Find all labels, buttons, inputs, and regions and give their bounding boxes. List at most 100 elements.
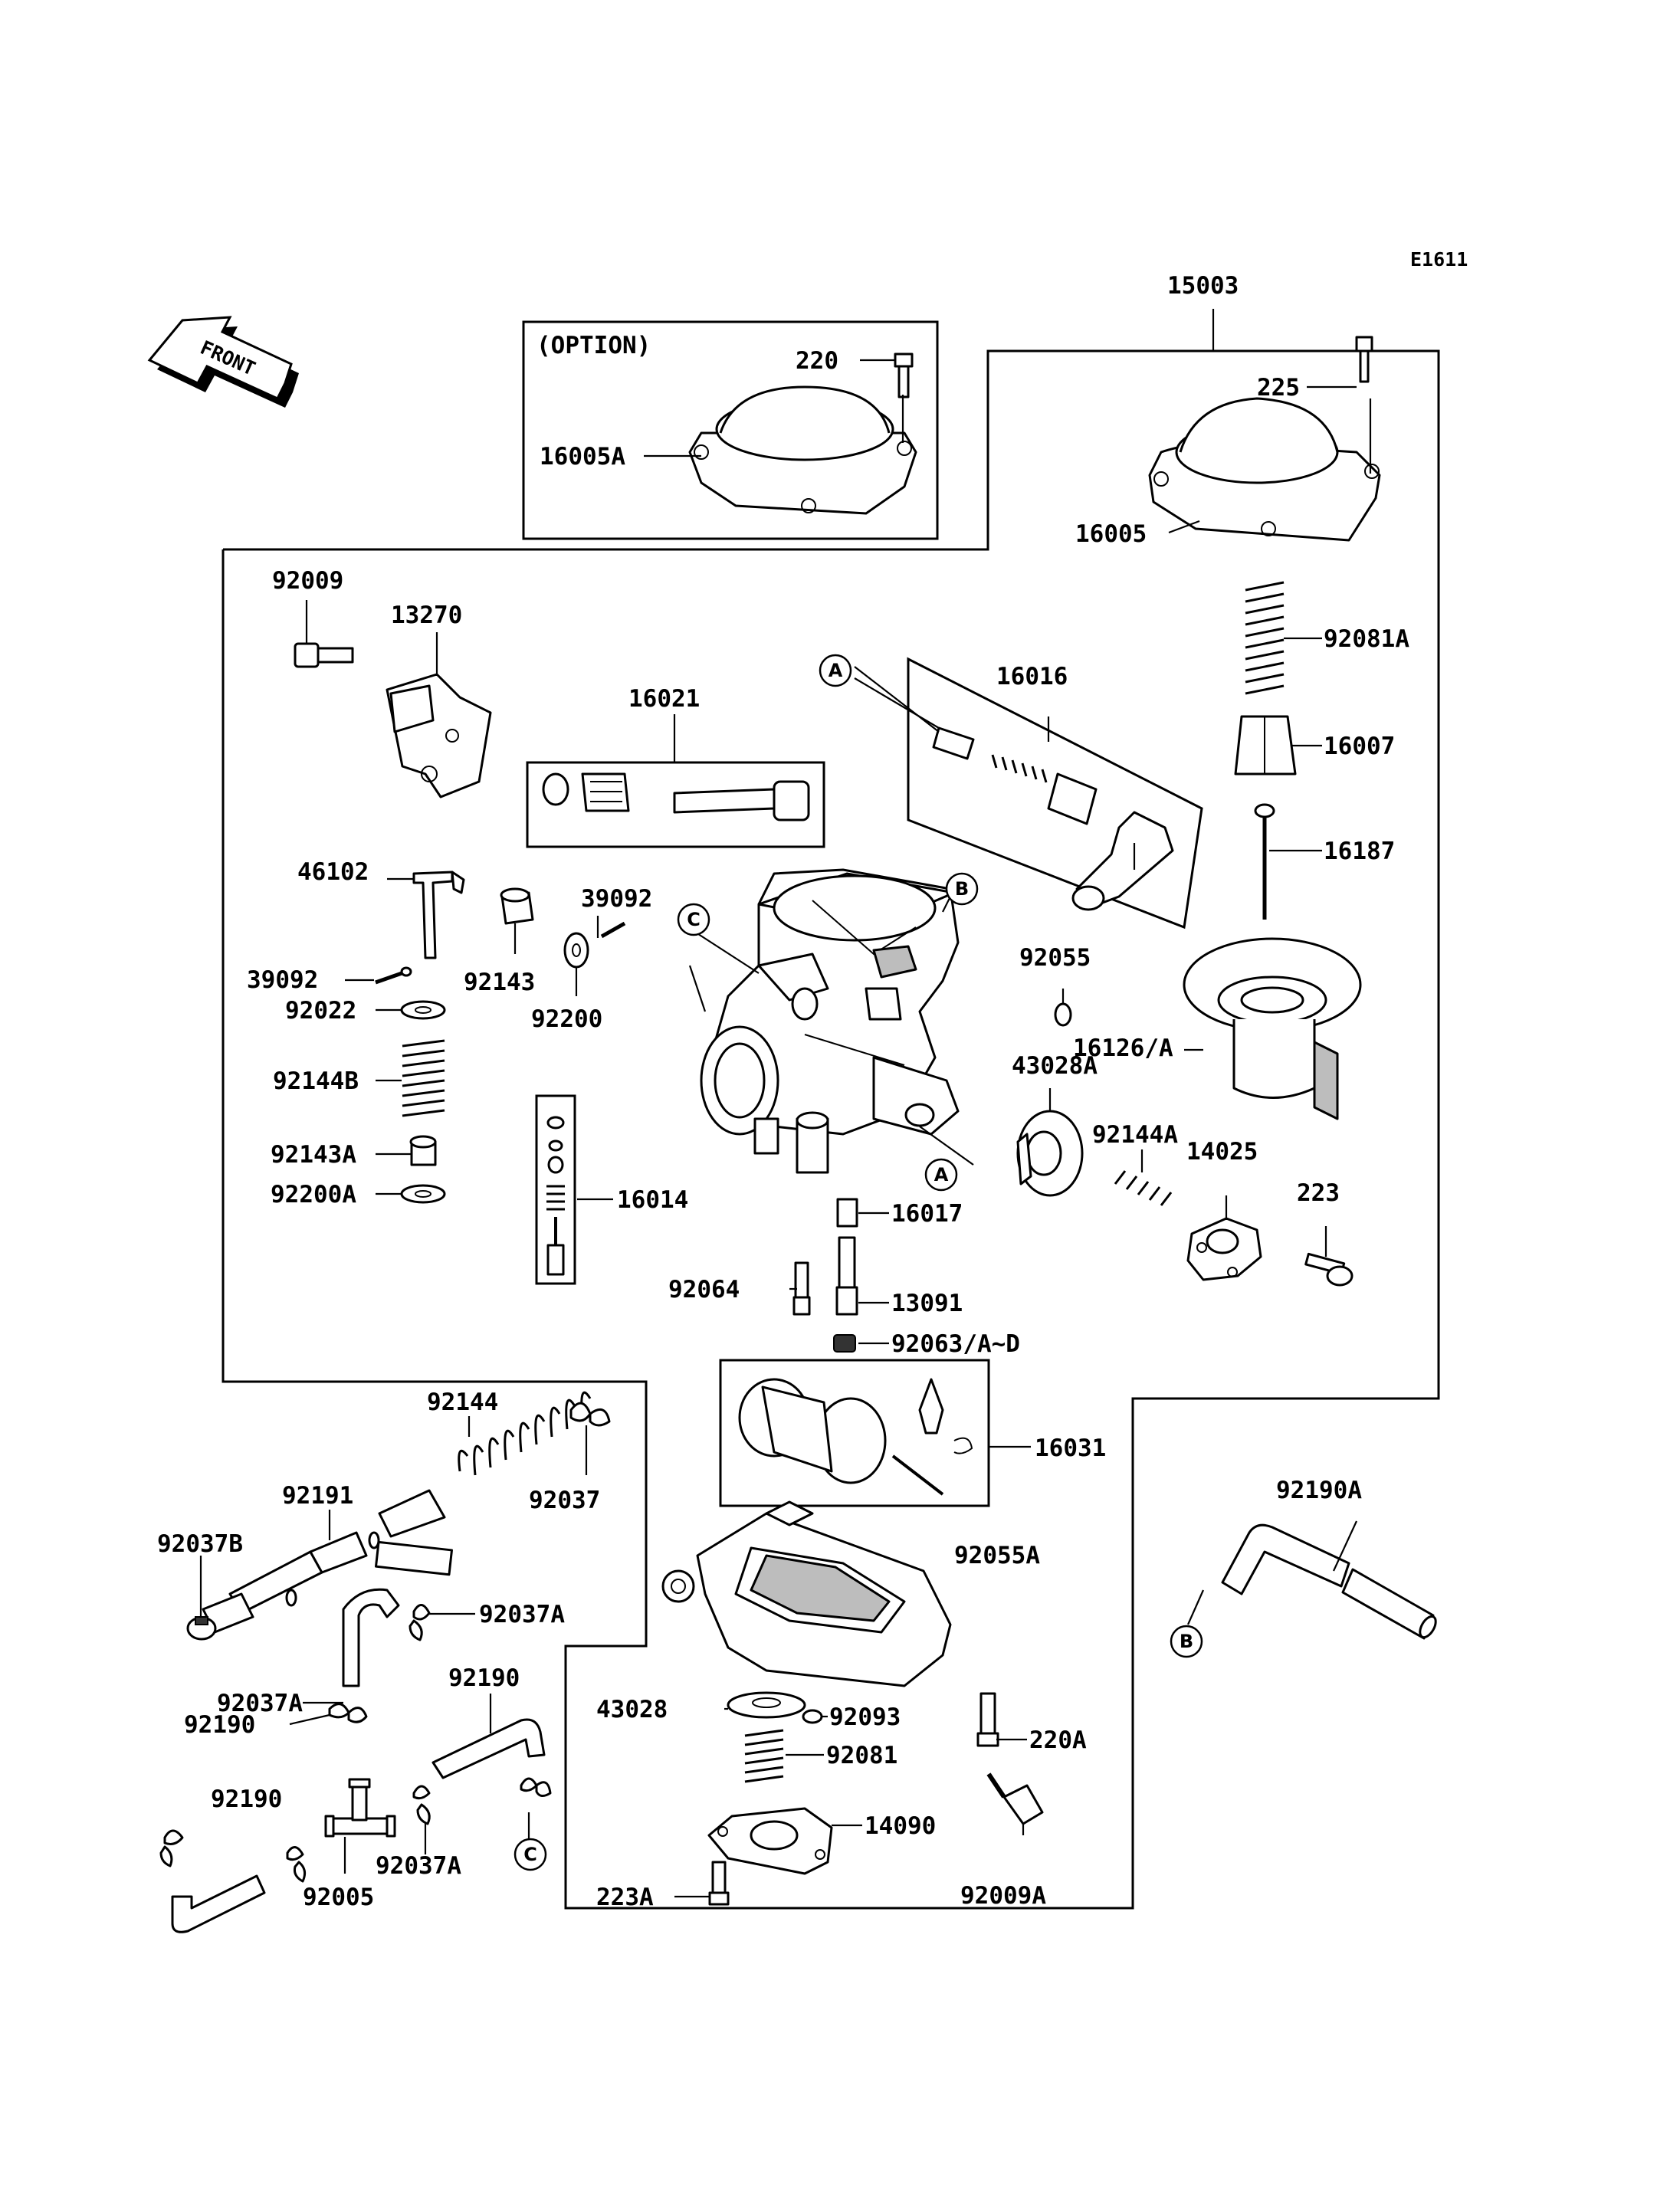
svg-text:C: C: [523, 1844, 537, 1865]
needle-jet-16017: [836, 1198, 858, 1228]
part-label: 92190A: [1276, 1477, 1362, 1504]
part-label: 16017: [891, 1200, 963, 1228]
main-jet-92063: [833, 1334, 856, 1353]
clip-92037: [569, 1402, 611, 1427]
pilot-jet-92064: [792, 1261, 811, 1316]
part-label: 16005: [1075, 520, 1147, 548]
part-label: 16031: [1035, 1435, 1106, 1462]
part-label: 43028A: [1012, 1052, 1098, 1080]
hose-92190-bottom: [171, 1874, 266, 1933]
clip-92037A-1: [409, 1604, 431, 1641]
part-label: 92200: [531, 1005, 602, 1033]
main-jet-holder-13091: [835, 1236, 858, 1316]
part-label: 92005: [303, 1884, 374, 1911]
part-label: 16021: [628, 685, 700, 713]
part-label: 92081A: [1324, 625, 1409, 653]
jet-needle: [1254, 803, 1275, 920]
washer-92200A: [400, 1184, 446, 1204]
float-parts: [738, 1378, 973, 1496]
clamp-92037B: [186, 1616, 217, 1641]
part-label: 46102: [297, 858, 369, 886]
part-label: 92143: [464, 969, 535, 996]
clip-92037A-2: [328, 1703, 368, 1723]
hose-92190-elbow: [342, 1588, 400, 1687]
accel-pump-cover-14025: [1186, 1217, 1262, 1281]
reference-marker-b-bottom: B: [1170, 1625, 1203, 1658]
collar-92143: [500, 887, 534, 925]
choke-lever: [412, 871, 465, 959]
hose-92190A: [1221, 1523, 1437, 1640]
screw-220A: [976, 1692, 999, 1747]
part-label: 16187: [1324, 838, 1395, 865]
svg-text:B: B: [955, 878, 969, 900]
part-label: 92037B: [157, 1530, 243, 1558]
option-cover-screw: [894, 353, 914, 398]
part-label: 92081: [826, 1742, 897, 1769]
svg-text:A: A: [934, 1164, 949, 1185]
part-label: 92022: [285, 997, 356, 1025]
carb-top-cover: [1148, 397, 1381, 542]
carburetor-body: [700, 868, 960, 1174]
choke-plunger-parts: [932, 726, 1174, 911]
clip-bottom-mid: [286, 1846, 307, 1883]
svg-text:B: B: [1180, 1631, 1193, 1652]
part-label: 15003: [1167, 272, 1239, 300]
part-label: 92055: [1019, 944, 1091, 972]
diaphragm-43028A: [1016, 1110, 1084, 1197]
part-label: 223: [1297, 1179, 1340, 1207]
tee-fitting-92005: [324, 1778, 396, 1838]
float-bowl: [661, 1500, 952, 1687]
reference-marker-a-bottom: A: [924, 1158, 958, 1192]
part-label: 92093: [829, 1703, 901, 1731]
screw-223A: [708, 1861, 730, 1906]
part-label: 14025: [1186, 1138, 1258, 1166]
cover-screw: [1355, 336, 1373, 383]
throttle-pulley-bracket: [386, 673, 492, 798]
part-label: 223A: [596, 1884, 654, 1911]
stop-screw-frame: [526, 761, 825, 848]
reference-marker-a-top: A: [819, 654, 852, 687]
part-label: 16007: [1324, 733, 1395, 760]
bracket-bolt: [294, 642, 354, 668]
part-label: 43028: [596, 1696, 668, 1723]
clip-92037A-3: [412, 1785, 431, 1825]
part-label: 39092: [581, 885, 652, 913]
part-label: 92037A: [479, 1601, 565, 1628]
cotter-pin-left: [375, 966, 412, 985]
front-direction-arrow: FRONT: [147, 316, 299, 408]
pilot-screw-parts: [546, 1116, 565, 1276]
clip-c-side: [520, 1777, 552, 1797]
diaphragm-vacuum-piston: [1183, 937, 1362, 1120]
part-label: 16014: [617, 1186, 688, 1214]
option-label: (OPTION): [536, 332, 651, 359]
part-label: 92064: [668, 1276, 740, 1303]
reference-marker-b-top: B: [945, 872, 979, 906]
part-label: 92144A: [1092, 1121, 1178, 1149]
part-label: 220A: [1029, 1726, 1087, 1754]
float-frame: [719, 1359, 990, 1507]
reference-marker-c-top: C: [677, 903, 710, 936]
part-label: 92009A: [960, 1882, 1046, 1910]
diaphragm-43028: [727, 1691, 806, 1719]
drain-screw-92009A: [986, 1772, 1044, 1825]
option-top-cover: [688, 385, 917, 515]
part-label: 220: [796, 347, 838, 375]
o-ring-92055: [1054, 1002, 1072, 1027]
part-label: 92143A: [271, 1141, 356, 1169]
part-label: 92063/A~D: [891, 1330, 1020, 1358]
part-label: 14090: [865, 1812, 936, 1840]
part-label: 92037: [529, 1487, 600, 1514]
svg-text:C: C: [687, 909, 701, 930]
part-label: 92055A: [954, 1542, 1040, 1569]
part-label: 92144B: [273, 1067, 359, 1095]
pilot-screw-frame: [535, 1094, 576, 1285]
part-label: 92190: [184, 1711, 255, 1739]
part-label: 225: [1257, 374, 1300, 402]
spring-92144B: [402, 1039, 445, 1117]
part-label: 39092: [247, 966, 318, 994]
part-label: 16005A: [540, 443, 625, 471]
part-label: 92190: [211, 1785, 282, 1813]
reference-marker-c-bottom: C: [514, 1838, 547, 1871]
part-label: 16126/A: [1073, 1035, 1173, 1062]
o-ring-92093: [802, 1709, 823, 1724]
